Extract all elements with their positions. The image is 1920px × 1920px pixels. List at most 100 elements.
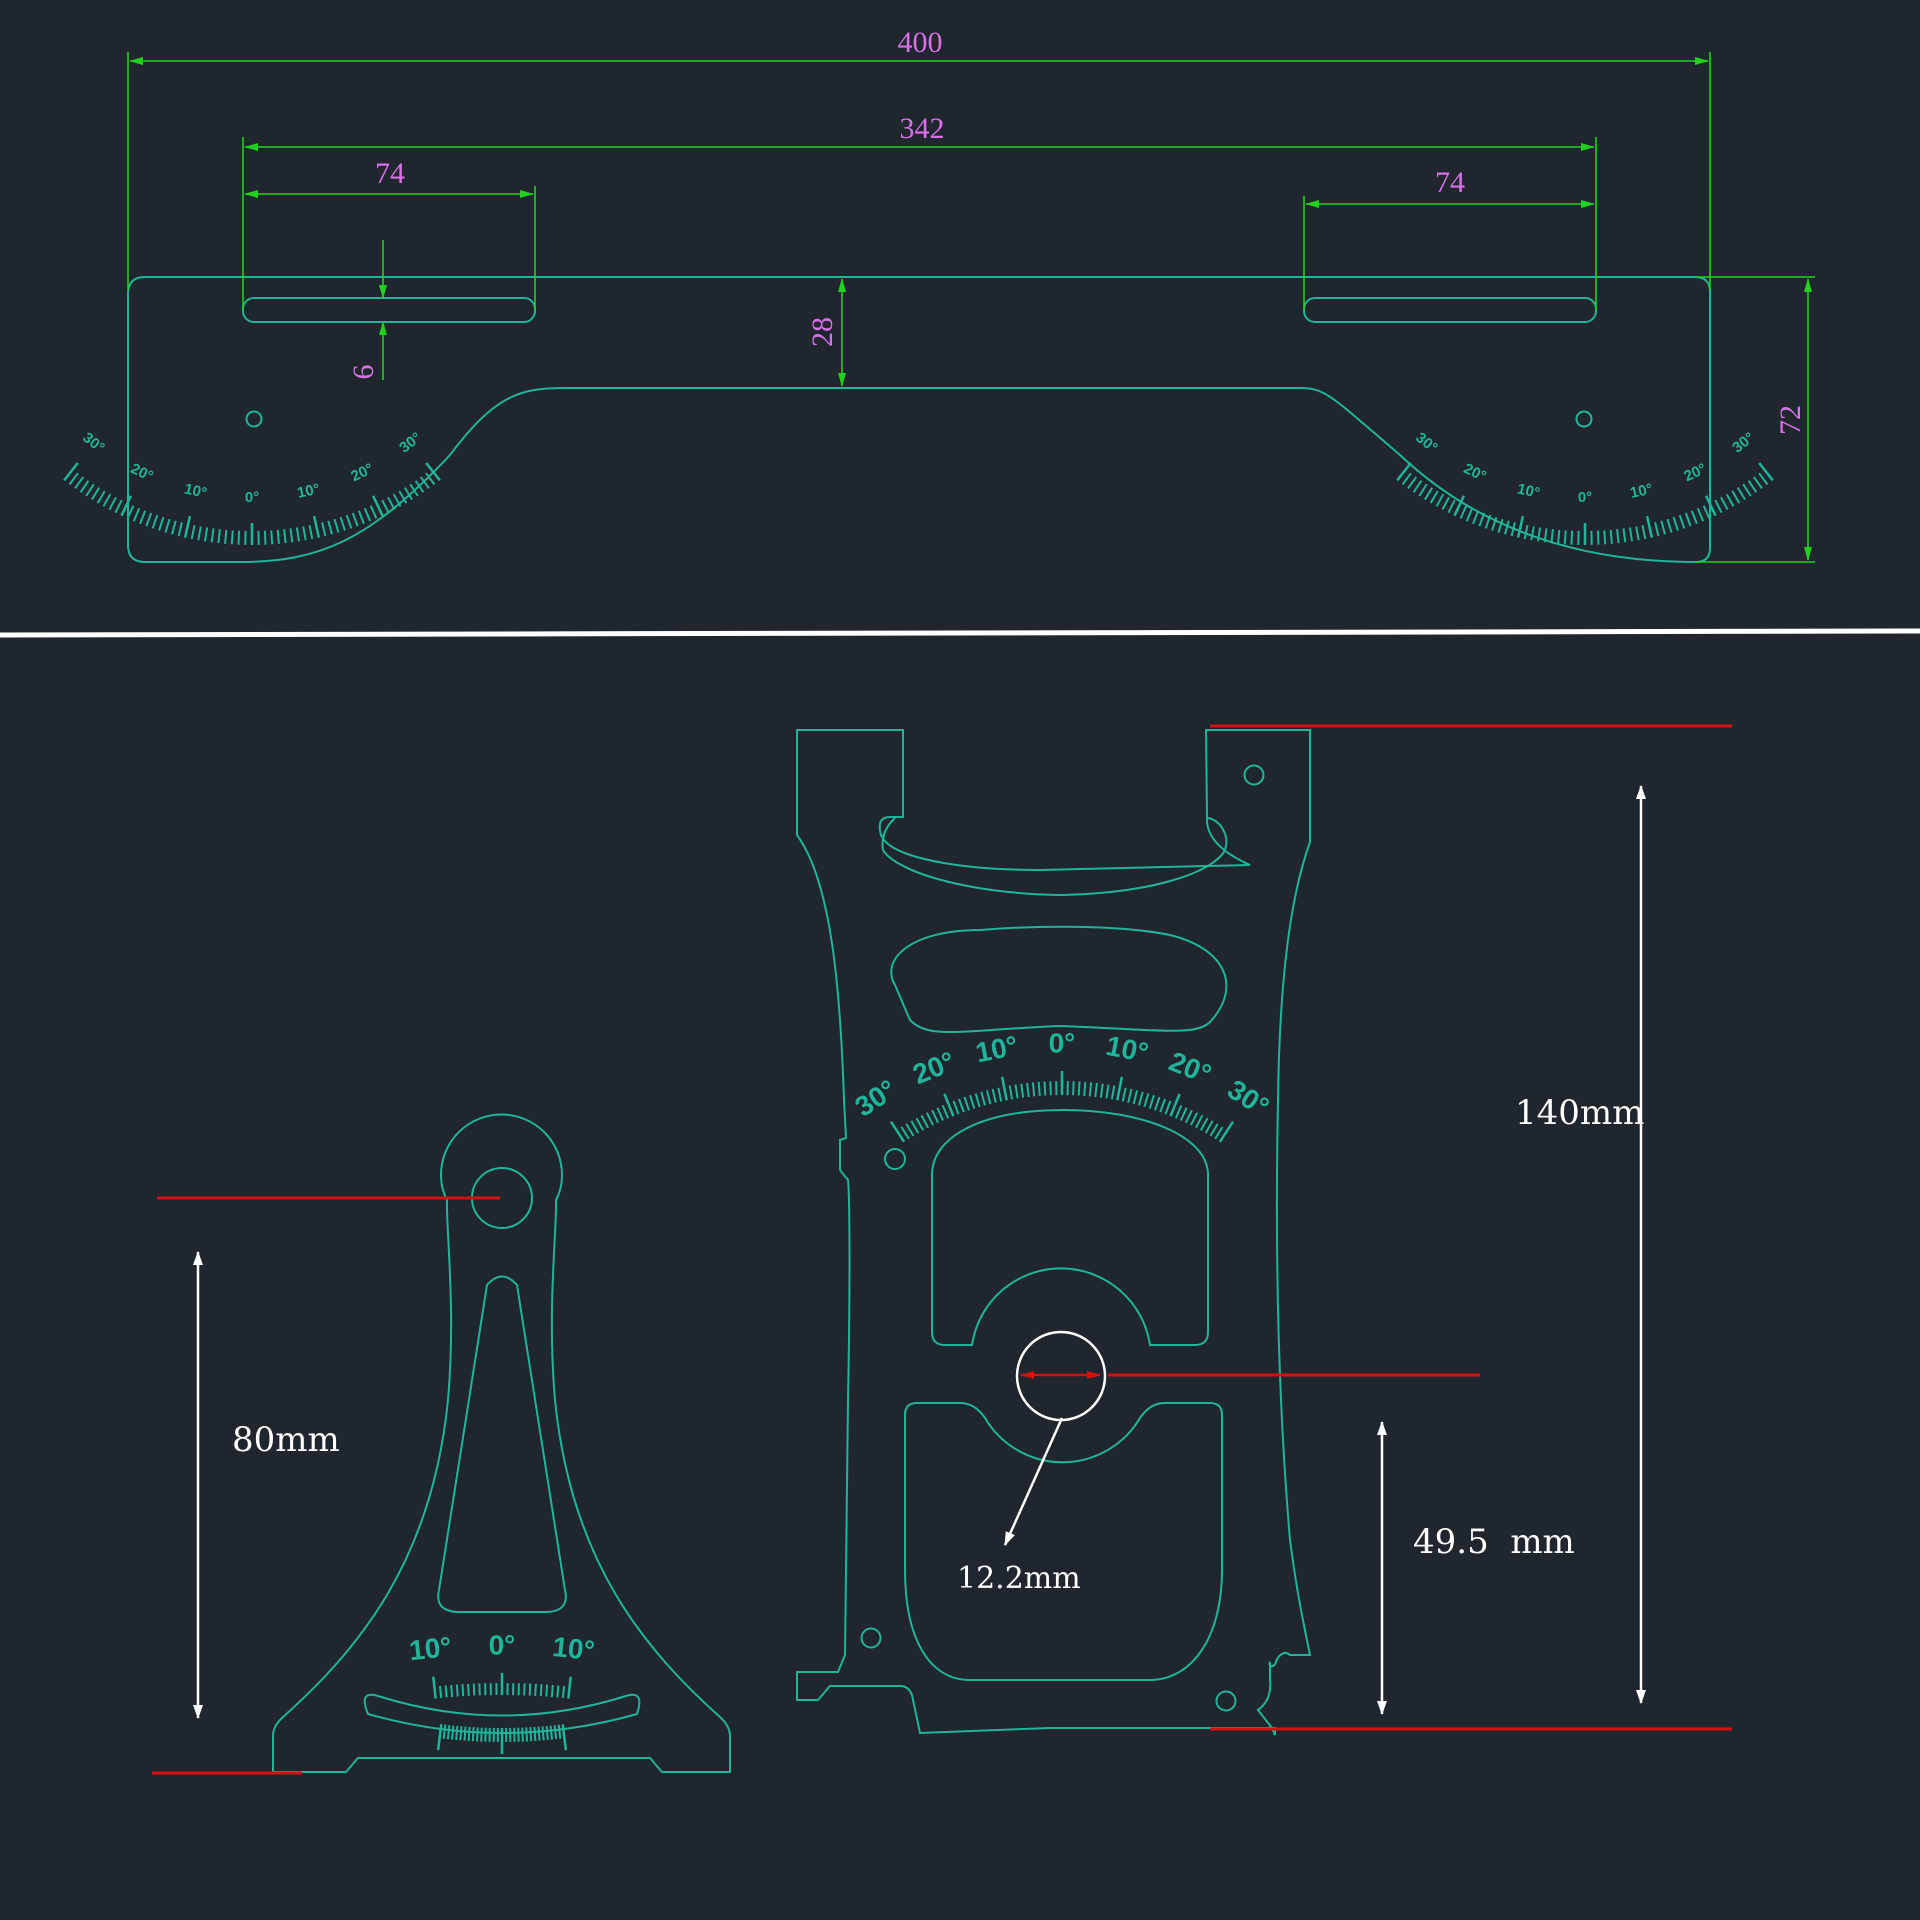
left-scale-tick [419, 476, 430, 489]
tall-scale-tick [991, 1088, 997, 1103]
left-slot [242, 297, 536, 323]
left-scale-tick [392, 493, 402, 507]
right-scale-tick [1563, 530, 1567, 545]
small-scale-upper-tick [561, 1685, 565, 1698]
left-scale-tick [108, 496, 117, 511]
tall-scale-tick [980, 1091, 986, 1106]
small-gauge: 10°0°10° [272, 1113, 731, 1773]
small-gauge-arc-slot [363, 1693, 641, 1734]
small-scale-lower-tick [545, 1725, 549, 1740]
left-scale-tick [96, 490, 106, 504]
left-scale-tick [177, 522, 183, 537]
left-scale-tick [102, 493, 112, 507]
left-scale-tick [295, 527, 300, 542]
bottom-dimensions: 80mm 12.2mm 49.5 mm 140mm [152, 724, 1732, 1775]
dimension-slot-span: 342 [242, 112, 1597, 310]
dimension-slot-width: 6 [347, 240, 387, 380]
left-scale-tick [158, 516, 165, 531]
tall-scale-tick [952, 1100, 960, 1115]
right-scale-tick [1747, 480, 1758, 493]
left-scale-tick [74, 476, 85, 489]
right-scale-tick [1725, 493, 1735, 507]
dimension-left-slot-length: 74 [244, 157, 536, 310]
left-scale-tick [120, 495, 133, 517]
tall-scale-tick [974, 1093, 981, 1108]
tall-frame-middle-window [931, 1108, 1209, 1346]
left-scale-tick [283, 529, 287, 544]
left-scale-tick [339, 516, 346, 531]
tall-scale-tick [1008, 1085, 1014, 1100]
tall-scale-tick [1105, 1084, 1110, 1099]
tall-scale-tick [1031, 1082, 1036, 1097]
left-scale-label: 0° [245, 489, 259, 506]
left-scale-label: 10° [296, 480, 322, 502]
right-scale-tick [1603, 530, 1607, 545]
small-scale-upper-tick [467, 1683, 470, 1696]
overall-height-label: 72 [1774, 405, 1807, 435]
tall-frame-hole-left [884, 1148, 906, 1170]
tall-scale-tick [943, 1093, 955, 1117]
left-scale-tick [237, 530, 241, 545]
right-scale-tick [1736, 487, 1746, 501]
tall-scale-tick [1026, 1082, 1030, 1098]
left-scale-tick [308, 525, 314, 540]
left-scale-label: 20° [128, 460, 156, 485]
right-angle-scale: 30°20°10°0°10°20°30° [1396, 429, 1774, 545]
small-scale-upper-tick [539, 1684, 543, 1697]
slot-width-label: 6 [347, 365, 380, 380]
overall-width-label: 400 [898, 26, 943, 59]
tall-scale-tick [1199, 1117, 1209, 1131]
small-scale-upper-tick [567, 1676, 572, 1699]
left-scale-tick [425, 472, 436, 485]
tall-scale-tick [1190, 1112, 1199, 1126]
left-scale-tick [204, 527, 209, 542]
small-scale-lower-tick [471, 1727, 475, 1742]
dimension-bridge-height: 28 [806, 278, 846, 387]
left-scale-tick [217, 529, 221, 544]
small-scale-lower-tick [484, 1727, 487, 1742]
right-scale-label: 20° [1681, 460, 1709, 485]
right-scale-tick [1557, 529, 1561, 544]
small-scale-upper-tick [455, 1684, 459, 1697]
left-scale-tick [369, 505, 378, 519]
tall-scale-tick [1020, 1083, 1025, 1098]
left-scale-label: 30° [396, 429, 424, 456]
right-scale-tick [1690, 510, 1698, 525]
small-scale-upper-tick [545, 1684, 549, 1697]
left-pin-hole [245, 410, 263, 428]
right-scale-tick [1424, 487, 1434, 501]
right-scale-tick [1758, 472, 1769, 485]
tall-scale-tick [1110, 1085, 1116, 1100]
right-scale-tick [1742, 483, 1752, 497]
right-scale-tick [1666, 518, 1673, 533]
left-scale-tick [85, 483, 95, 497]
right-scale-tick [1491, 516, 1498, 531]
right-scale-tick [1609, 529, 1613, 544]
small-scale-upper-label: 0° [489, 1629, 516, 1660]
tall-scale-label: 10° [1104, 1030, 1151, 1069]
tall-scale-tick [1121, 1087, 1127, 1102]
bore-leader [1003, 1417, 1064, 1546]
right-scale-tick [1702, 505, 1711, 519]
small-scale-lower-tick [525, 1727, 528, 1742]
tall-scale-tick [1072, 1081, 1075, 1096]
left-scale-tick [409, 483, 419, 497]
small-scale-upper-tick [461, 1684, 465, 1697]
right-scale-label: 20° [1461, 460, 1489, 485]
right-scale-tick [1523, 525, 1529, 540]
tall-scale-tick [1099, 1083, 1104, 1098]
right-scale-label: 10° [1516, 480, 1542, 502]
right-scale-tick [1407, 476, 1418, 489]
right-scale-tick [1441, 496, 1450, 511]
tall-scale-tick [1077, 1081, 1081, 1096]
right-scale-tick [1537, 527, 1542, 542]
small-scale-lower-tick [455, 1725, 459, 1740]
tall-scale-tick [900, 1126, 910, 1140]
left-scale-tick [327, 520, 333, 535]
right-scale-tick [1459, 505, 1468, 519]
small-scale-lower-tick [529, 1727, 533, 1742]
small-scale-lower-tick [436, 1724, 443, 1751]
tall-scale-tick [1174, 1105, 1183, 1119]
left-scale-tick [263, 530, 267, 545]
tall-scale-label: 30° [849, 1074, 901, 1123]
